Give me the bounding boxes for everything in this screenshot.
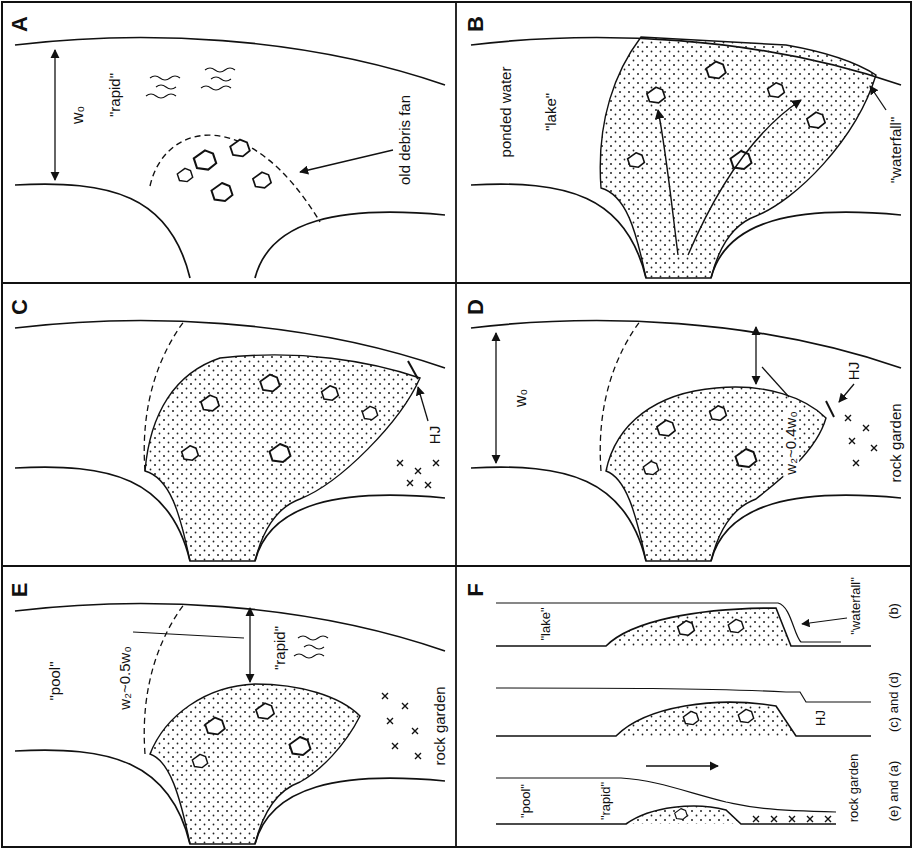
feature-label: old debris fan: [397, 93, 413, 187]
feature-label: "pool": [47, 659, 63, 702]
feature-label: "pool": [519, 782, 533, 820]
feature-label: HJ: [427, 424, 443, 446]
feature-label: rock garden: [432, 684, 448, 767]
panel-letter: E: [8, 581, 31, 600]
panel-letter: B: [464, 14, 487, 34]
panel-letter: C: [8, 297, 31, 317]
feature-label: rock garden: [888, 401, 904, 484]
panel-letter: F: [464, 581, 487, 598]
feature-label: "rapid": [107, 71, 123, 119]
feature-label: "waterfall": [888, 115, 904, 186]
feature-label: HJ: [846, 360, 862, 382]
profile-label: (e) and (a): [887, 759, 901, 824]
feature-label: "rapid": [272, 624, 288, 672]
feature-label: HJ: [814, 708, 828, 728]
panel-letter: D: [464, 297, 487, 317]
feature-label: "lake": [543, 91, 559, 133]
dimension-label: w₀: [70, 104, 87, 126]
feature-label: "lake": [539, 605, 553, 642]
dimension-label: w₂~0.5w₀: [117, 644, 133, 711]
feature-label: "waterfall": [849, 575, 863, 637]
panel-letter: A: [8, 14, 31, 34]
dimension-label: w₂~0.4w₀: [783, 409, 799, 476]
feature-label: ponded water: [498, 65, 514, 160]
feature-label: rock garden: [847, 752, 861, 825]
profile-label: (b): [887, 601, 901, 621]
feature-label: "rapid": [599, 780, 613, 822]
dimension-label: w₀: [513, 387, 530, 409]
profile-label: (c) and (d): [887, 670, 901, 734]
